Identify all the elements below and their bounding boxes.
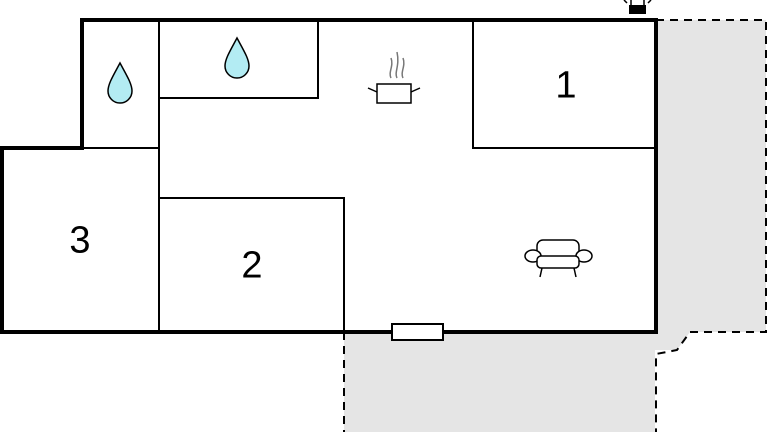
room-label-2: 2 [241,244,263,287]
water-drop-icon [224,36,250,79]
outdoor-lamp-icon [623,0,652,14]
sofa-icon [524,239,593,278]
terrace-area [344,20,766,432]
cooking-pot-icon [367,51,421,104]
interior-walls [82,20,656,332]
terrace-outline [343,19,767,432]
window-icon [391,323,444,341]
room-label-3: 3 [69,219,91,262]
water-drop-icon [107,61,133,104]
room-label-1: 1 [555,64,577,107]
